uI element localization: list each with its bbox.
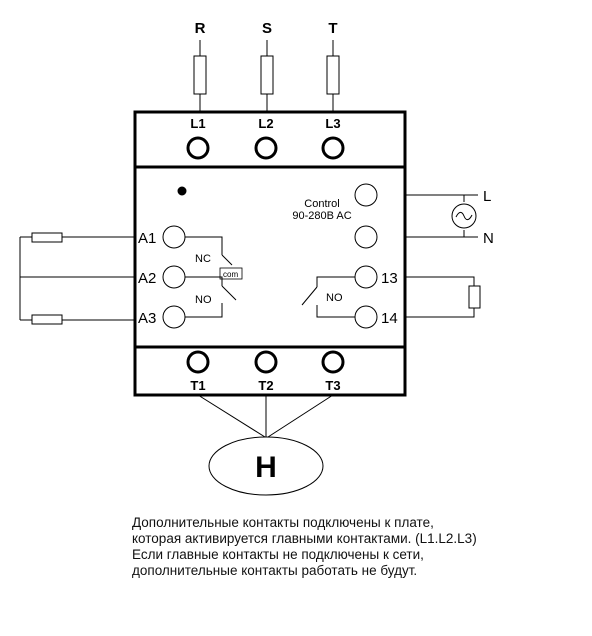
label-l2: L2	[258, 116, 273, 131]
terminal-a2	[162, 265, 186, 289]
motor-load	[197, 394, 334, 496]
terminal-l3	[321, 136, 345, 160]
label-motor: H	[255, 451, 277, 484]
terminal-l1	[186, 136, 210, 160]
label-s: S	[262, 20, 272, 37]
aux-right-contacts	[301, 276, 355, 318]
label-a2: A2	[138, 270, 156, 287]
footnote-line-1: Дополнительные контакты подключены к пла…	[132, 515, 434, 530]
label-no-left: NO	[195, 294, 212, 306]
relay-body	[133, 110, 407, 397]
label-13: 13	[381, 270, 398, 287]
fuse-r	[193, 40, 207, 112]
footnote: Дополнительные контакты подключены к пла…	[132, 515, 572, 579]
label-l1: L1	[190, 116, 205, 131]
label-t3: T3	[325, 378, 340, 393]
fuse-t	[326, 40, 340, 112]
terminal-t2	[254, 350, 278, 374]
label-t: T	[328, 20, 337, 37]
label-nc: NC	[195, 253, 211, 265]
terminal-control-n	[354, 225, 378, 249]
label-l: L	[483, 188, 491, 205]
footnote-line-3: Если главные контакты не подключены к се…	[132, 547, 424, 562]
footnote-line-2: которая активируется главными контактами…	[132, 531, 477, 546]
terminal-13	[354, 265, 378, 289]
label-no-right: NO	[326, 292, 343, 304]
terminal-a3	[162, 305, 186, 329]
label-l3: L3	[325, 116, 340, 131]
label-14: 14	[381, 310, 398, 327]
label-com: com	[223, 270, 238, 279]
label-n: N	[483, 230, 494, 247]
terminal-a1	[162, 225, 186, 249]
terminal-t1	[186, 350, 210, 374]
fuse-s	[260, 40, 274, 112]
label-r: R	[195, 20, 206, 37]
control-supply	[405, 194, 478, 238]
label-a3: A3	[138, 310, 156, 327]
label-control-voltage: 90-280B AC	[292, 210, 351, 222]
indicator-dot	[177, 186, 187, 196]
aux-left-contacts	[185, 236, 243, 318]
aux-left-load	[19, 232, 135, 325]
label-t1: T1	[190, 378, 205, 393]
terminal-14	[354, 305, 378, 329]
label-control-title: Control	[304, 198, 339, 210]
terminal-control-l	[354, 183, 378, 207]
label-t2: T2	[258, 378, 273, 393]
footnote-line-4: дополнительные контакты работать не буду…	[132, 563, 418, 578]
label-a1: A1	[138, 230, 156, 247]
terminal-l2	[254, 136, 278, 160]
terminal-t3	[321, 350, 345, 374]
aux-right-load	[405, 276, 481, 318]
